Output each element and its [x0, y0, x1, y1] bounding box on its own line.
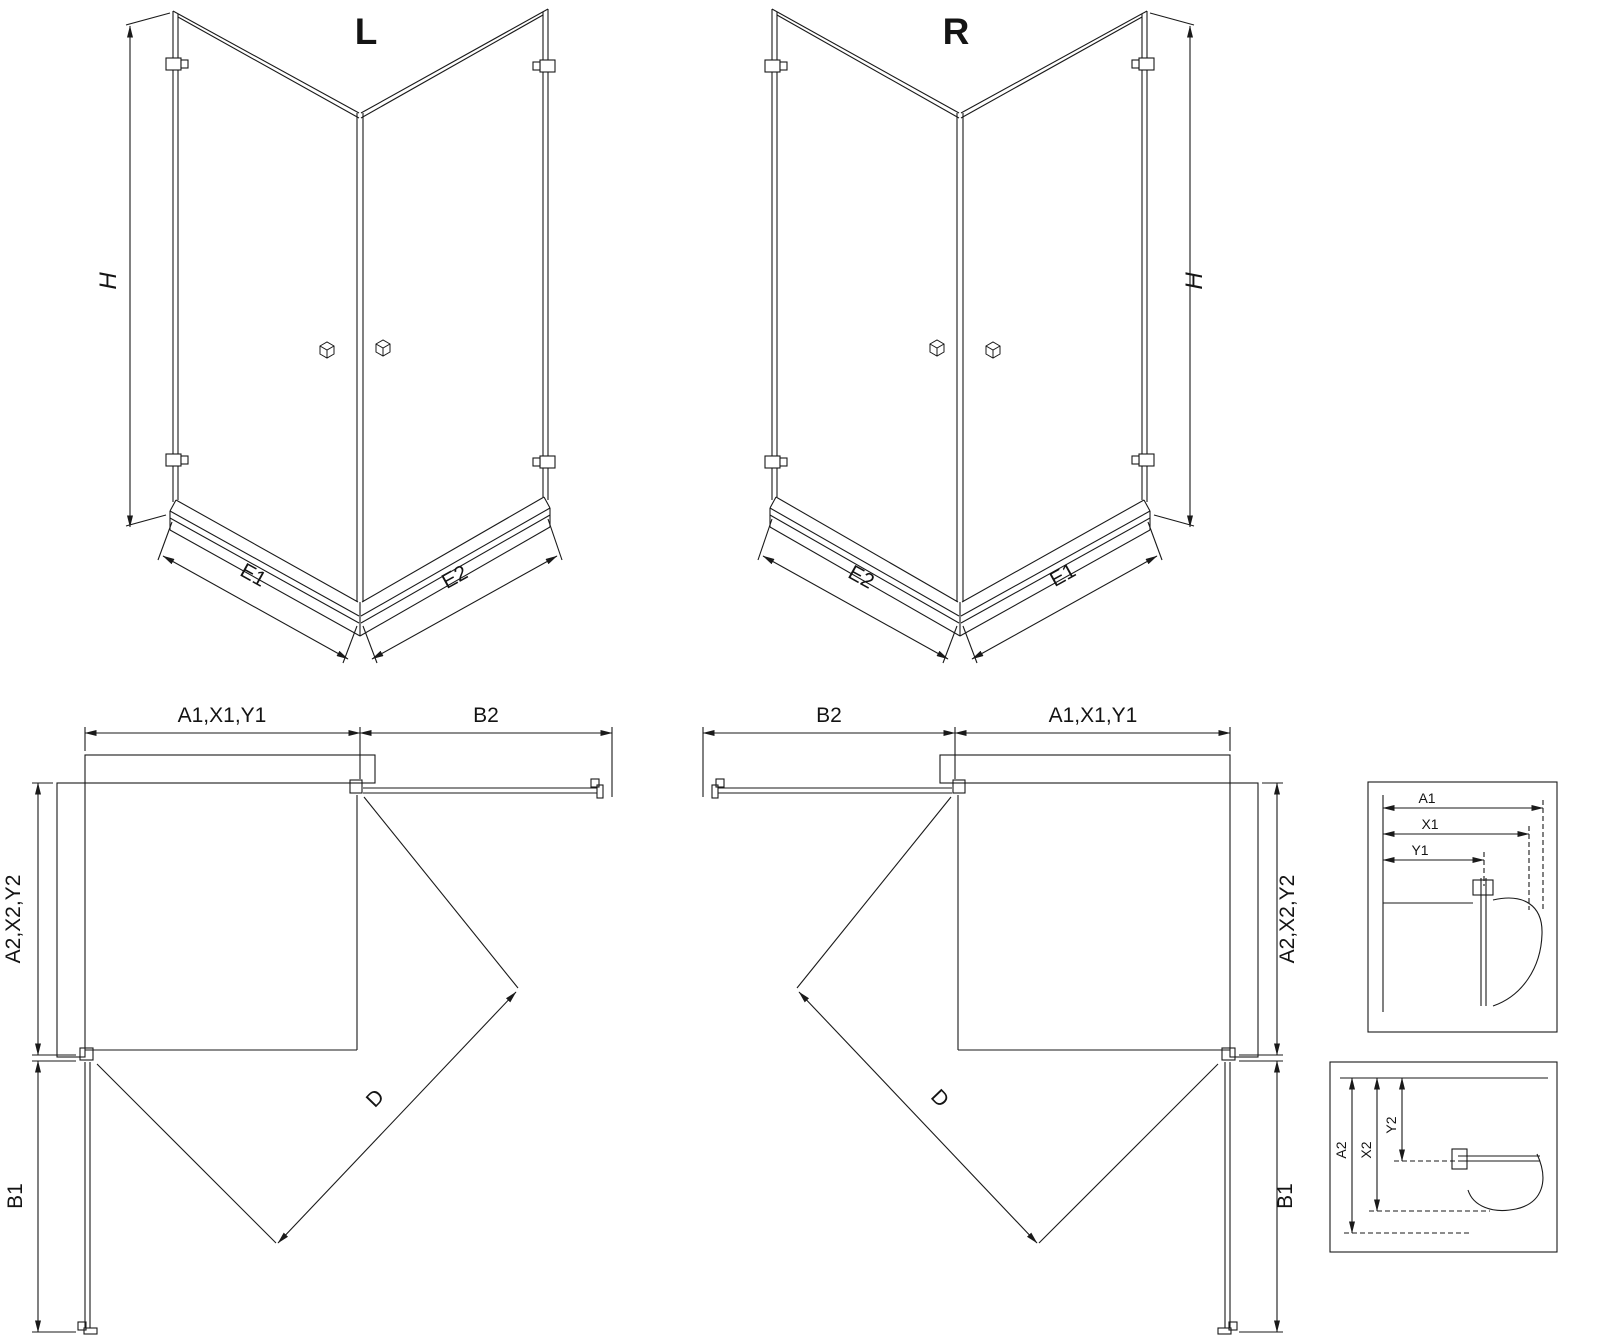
plan-view-right: B2 A1,X1,Y1 A2,X2,Y2 B1 D [703, 704, 1299, 1334]
dim-label-d-right: D [926, 1085, 953, 1112]
variant-label-right: R [943, 11, 970, 52]
dim-label-a2x2y2-left: A2,X2,Y2 [2, 875, 25, 964]
perspective-view-right: R H E2 E1 [758, 9, 1208, 663]
dim-label-b1-right: B1 [1274, 1183, 1297, 1209]
plan-view-left: A1,X1,Y1 B2 A2,X2,Y2 B1 D [2, 704, 612, 1334]
dim-label-e2-right: E2 [844, 561, 878, 594]
detail-dim-label-x1: X1 [1421, 816, 1438, 832]
dim-label-a1x1y1-right: A1,X1,Y1 [1049, 704, 1138, 727]
perspective-view-left: L H E1 E2 [95, 9, 562, 663]
detail-dim-label-x2: X2 [1358, 1141, 1374, 1158]
dim-label-a2x2y2-right: A2,X2,Y2 [1276, 875, 1299, 964]
dim-label-b1-left: B1 [4, 1183, 27, 1209]
dim-label-height-left: H [95, 272, 122, 290]
dim-label-e1-right: E1 [1046, 559, 1080, 592]
detail-dim-label-y2: Y2 [1383, 1116, 1399, 1133]
dim-label-a1x1y1-left: A1,X1,Y1 [178, 704, 267, 727]
detail-dim-label-y1: Y1 [1411, 842, 1428, 858]
variant-label-left: L [355, 11, 378, 52]
detail-horizontal-dims: A1 X1 Y1 [1367, 781, 1558, 1033]
detail-dim-label-a2: A2 [1333, 1141, 1349, 1158]
dim-label-height-right: H [1181, 272, 1208, 290]
dim-label-b2-right: B2 [816, 704, 842, 727]
dim-label-b2-left: B2 [473, 704, 499, 727]
dim-label-d-left: D [362, 1085, 389, 1112]
detail-dim-label-a1: A1 [1418, 790, 1435, 806]
detail-vertical-dims: A2 X2 Y2 [1329, 1061, 1558, 1253]
